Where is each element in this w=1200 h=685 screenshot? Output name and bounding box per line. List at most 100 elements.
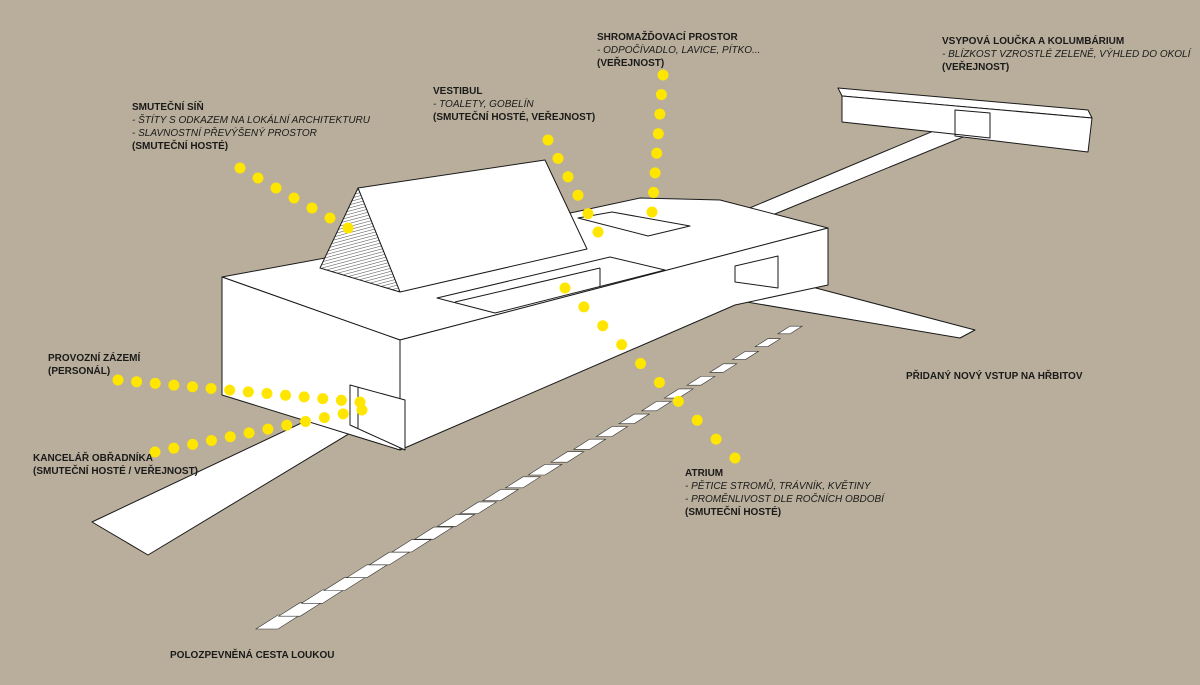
label-line: - ODPOČÍVADLO, LAVICE, PÍTKO...	[597, 45, 761, 56]
leader-dot	[234, 162, 246, 174]
leader-dot	[168, 379, 180, 391]
leader-dot	[261, 388, 273, 400]
label-title: ATRIUM	[685, 468, 724, 479]
leader-dot	[657, 69, 669, 81]
stepping-stone	[686, 376, 716, 386]
label-line: - BLÍZKOST VZROSTLÉ ZELENĚ, VÝHLED DO OK…	[942, 49, 1191, 60]
atrium-opening	[436, 256, 666, 314]
label-vsypova: VSYPOVÁ LOUČKA A KOLUMBÁRIUM - BLÍZKOST …	[942, 35, 1190, 74]
label-users: (SMUTEČNÍ HOSTÉ)	[685, 507, 782, 518]
leader-dot	[337, 408, 349, 420]
leader-dot	[317, 393, 329, 405]
label-title: PŘIDANÝ NOVÝ VSTUP NA HŘBITOV	[906, 371, 1083, 382]
leader-dot	[649, 167, 661, 179]
leader-dot	[324, 212, 336, 224]
label-users: (SMUTEČNÍ HOSTÉ)	[132, 141, 229, 152]
leader-dot	[112, 374, 124, 386]
leader-dot	[542, 134, 554, 146]
leader-dot	[653, 376, 665, 388]
label-line: - TOALETY, GOBELÍN	[433, 99, 534, 110]
label-cesta: POLOZPEVNĚNÁ CESTA LOUKOU	[170, 649, 334, 662]
gathering-space-opening	[577, 211, 691, 237]
leader-dot	[572, 189, 584, 201]
stepping-stone	[300, 589, 345, 604]
leader-dot	[318, 412, 330, 424]
stepping-stone	[640, 401, 673, 412]
label-smutecni-sin: SMUTEČNÍ SÍŇ - ŠTÍTY S ODKAZEM NA LOKÁLN…	[132, 101, 370, 153]
leader-dot	[149, 377, 161, 389]
stepping-stone	[345, 564, 389, 578]
label-provozni: PROVOZNÍ ZÁZEMÍ (PERSONÁL)	[48, 352, 140, 378]
leader-dot	[592, 226, 604, 238]
stepping-stone	[254, 614, 302, 630]
label-users: (SMUTEČNÍ HOSTÉ, VEŘEJNOST)	[433, 112, 596, 123]
leader-dot	[187, 438, 199, 450]
leader-dot	[652, 128, 664, 140]
leader-dot	[578, 301, 590, 313]
entrance-opening-right	[734, 255, 779, 289]
label-title: PROVOZNÍ ZÁZEMÍ	[48, 353, 141, 364]
label-users: (SMUTEČNÍ HOSTÉ / VEŘEJNOST)	[33, 466, 199, 477]
leader-dot	[335, 394, 347, 406]
leader-dot	[655, 89, 667, 101]
stepping-stone	[708, 363, 738, 373]
columbarium-path	[739, 121, 991, 219]
label-vestibul: VESTIBUL - TOALETY, GOBELÍN (SMUTEČNÍ HO…	[433, 85, 595, 124]
stepping-stone	[459, 501, 498, 514]
leader-dot	[224, 384, 236, 396]
leader-dot	[243, 427, 255, 439]
stepping-stones	[254, 325, 804, 630]
leader-dot	[270, 182, 282, 194]
label-kancelar: KANCELÁŘ OBŘADNÍKA (SMUTEČNÍ HOSTÉ / VEŘ…	[33, 452, 198, 478]
label-atrium: ATRIUM - PĚTICE STROMŮ, TRÁVNÍK, KVĚTINY…	[685, 467, 884, 519]
leader-dot	[646, 206, 658, 218]
stepping-stone	[595, 426, 629, 437]
leader-dot	[562, 171, 574, 183]
stepping-stone	[776, 325, 804, 335]
leader-dot	[691, 414, 703, 426]
stepping-stone	[663, 388, 694, 399]
leader-dot	[252, 172, 264, 184]
leader-dot	[242, 386, 254, 398]
hall-gable	[319, 187, 401, 293]
leader-dot	[205, 435, 217, 447]
label-shromazdovaci: SHROMAŽĎOVACÍ PROSTOR - ODPOČÍVADLO, LAV…	[597, 31, 760, 70]
leader-dot	[262, 423, 274, 435]
label-line: - SLAVNOSTNÍ PŘEVÝŠENÝ PROSTOR	[132, 128, 317, 139]
label-title: SMUTEČNÍ SÍŇ	[132, 102, 204, 113]
leader-dot	[552, 152, 564, 164]
leader-dot	[131, 376, 143, 388]
label-title: SHROMAŽĎOVACÍ PROSTOR	[597, 32, 738, 43]
leader-dot	[205, 382, 217, 394]
leader-dot	[597, 320, 609, 332]
leader-dot	[729, 452, 741, 464]
label-title: VSYPOVÁ LOUČKA A KOLUMBÁRIUM	[942, 36, 1125, 47]
label-line: - ŠTÍTY S ODKAZEM NA LOKÁLNÍ ARCHITEKTUR…	[132, 115, 370, 126]
leader-dot	[186, 381, 198, 393]
leader-dot	[342, 222, 354, 234]
label-users: (VEŘEJNOST)	[942, 62, 1010, 73]
leader-dot	[648, 186, 660, 198]
stepping-stone	[481, 489, 520, 501]
leader-dot	[710, 433, 722, 445]
label-title: POLOZPEVNĚNÁ CESTA LOUKOU	[170, 650, 335, 661]
stepping-stone	[277, 602, 323, 617]
stepping-stone	[618, 413, 651, 424]
leader-dot	[582, 208, 594, 220]
stepping-stone	[527, 463, 563, 476]
leader-dot	[288, 192, 300, 204]
stepping-stone	[436, 514, 476, 527]
leader-dot	[168, 442, 180, 454]
label-line: - PROMĚNLIVOST DLE ROČNÍCH OBDOBÍ	[685, 494, 884, 505]
stepping-stone	[549, 451, 585, 463]
stepping-stone	[413, 526, 454, 540]
leader-dot	[356, 404, 368, 416]
stepping-stone	[368, 551, 411, 566]
label-title: KANCELÁŘ OBŘADNÍKA	[33, 453, 153, 464]
leader-dots	[112, 69, 741, 464]
leader-dot	[559, 282, 571, 294]
label-users: (PERSONÁL)	[48, 366, 111, 377]
leader-dot	[149, 446, 161, 458]
leader-dot	[306, 202, 318, 214]
